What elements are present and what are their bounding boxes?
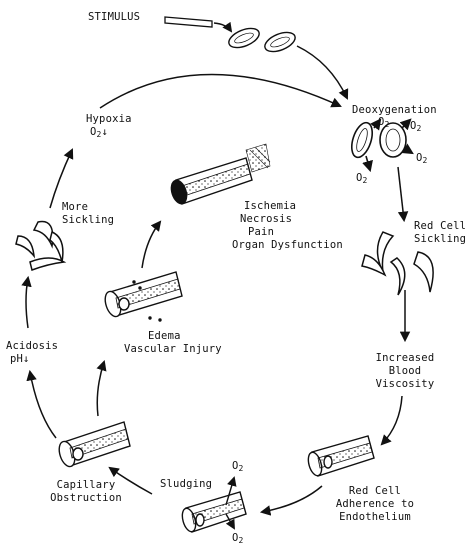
capillary-vessel-icon (58, 421, 131, 468)
edema-vessel-icon (104, 271, 183, 322)
ischemia-line3: Pain (248, 226, 275, 238)
arrow-hypoxia-to-deoxygenation (99, 73, 342, 109)
o2-label-4: O2 (356, 172, 368, 185)
more-sickling-line1: More (62, 201, 89, 213)
ischemia-line1: Ischemia (244, 200, 297, 212)
viscosity-line1: Increased (375, 352, 435, 364)
viscosity-line2: Blood (388, 365, 422, 377)
edema-line1: Edema (148, 330, 181, 342)
viscosity-line3: Viscosity (375, 378, 435, 390)
arrow-to-acidosis (26, 369, 57, 439)
normal-red-cells-icon (228, 27, 296, 53)
acidosis-line1: Acidosis (6, 340, 59, 352)
o2-label-6: O2 (232, 532, 244, 545)
hypoxia-line2: O2↓ (90, 126, 109, 139)
hypoxia-line1: Hypoxia (86, 113, 132, 125)
ischemia-line4: Organ Dysfunction (232, 239, 343, 251)
capillary-line1: Capillary (56, 479, 116, 491)
more-sickling-line2: Sickling (62, 214, 115, 226)
arrow-to-sludging (259, 485, 323, 516)
arrow-to-edema (96, 360, 107, 417)
arrow-to-capillary (108, 466, 153, 495)
o2-label-5: O2 (232, 460, 244, 473)
o2-label-2: O2 (410, 120, 422, 133)
adherence-vessel-icon (307, 435, 375, 477)
o2-label-3: O2 (416, 152, 428, 165)
capillary-line2: Obstruction (50, 492, 122, 504)
arrow-to-hypoxia (49, 148, 74, 209)
stimulus-label: STIMULUS (88, 11, 141, 23)
sludging-label: Sludging (160, 478, 213, 490)
adherence-line2: Adherence to (335, 498, 415, 510)
arrow-to-adherence (380, 395, 403, 446)
stimulus-tube-icon (164, 16, 213, 28)
arrow-to-deoxygenation (296, 45, 349, 100)
ischemia-vessel-icon (170, 143, 271, 205)
sickled-cells-icon (361, 231, 434, 296)
deoxygenated-cells-icon (350, 118, 414, 173)
arrow-to-more-sickling (21, 275, 32, 329)
ischemia-line2: Necrosis (240, 213, 293, 225)
acidosis-line2: pH↓ (10, 353, 30, 365)
red-cell-sickling-line1: Red Cell (414, 220, 467, 232)
sludging-vessel-icon (181, 476, 247, 533)
edema-line2: Vascular Injury (124, 343, 222, 355)
red-cell-sickling-line2: Sickling (414, 233, 467, 245)
deoxygenation-label: Deoxygenation (352, 104, 437, 116)
adherence-line3: Endothelium (339, 511, 411, 523)
more-sickled-cells-icon (15, 220, 67, 271)
o2-label-1: O2 (378, 116, 390, 129)
arrow-to-sickling (397, 166, 409, 223)
arrow-stimulus (213, 21, 233, 33)
arrow-to-ischemia (141, 220, 162, 269)
adherence-line1: Red Cell (348, 485, 402, 497)
